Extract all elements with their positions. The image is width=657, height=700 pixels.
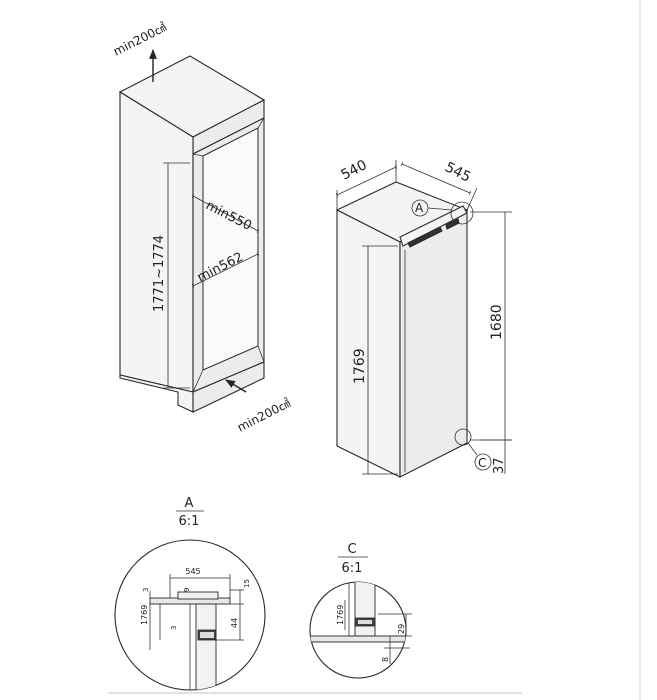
appliance-depth-label: 545 [442,159,473,185]
detail-a-dim-545: 545 [185,567,200,576]
marker-c-label: C [478,456,486,470]
detail-c-dim-1769: 1769 [336,605,345,625]
appliance-bottom-offset-label: 37 [492,457,507,474]
niche-height-label: 1771~1774 [152,235,167,312]
niche-vent-bottom-label: min200㎠ [235,396,293,435]
appliance-width-label: 540 [339,157,370,183]
appliance-total-height-label: 1769 [352,348,368,384]
marker-a-label: A [415,201,424,215]
niche-vent-top-label: min200㎠ [111,20,169,59]
detail-a-dim-15: 15 [243,579,251,588]
niche-cabinet [118,49,266,413]
detail-a-dim-1769: 1769 [140,605,149,625]
detail-c-scale: 6:1 [342,561,363,576]
appliance-door-height-label: 1680 [489,304,505,340]
detail-a-dim-3-top: 3 [142,588,150,592]
detail-c-dim-29: 29 [397,624,406,634]
detail-a-dim-9: 9 [183,588,191,592]
detail-a-dim-3-left: 3 [170,626,178,630]
detail-a: A 6:1 545 3 9 15 1769 3 [114,496,266,691]
detail-a-dim-44: 44 [230,618,239,628]
detail-c-title: C [347,542,356,557]
detail-c: C 6:1 1769 29 8 [309,542,412,679]
page-frame [108,0,641,700]
detail-a-title: A [185,496,194,511]
detail-c-dim-8: 8 [381,657,390,662]
appliance [335,160,512,478]
detail-a-scale: 6:1 [179,514,200,529]
